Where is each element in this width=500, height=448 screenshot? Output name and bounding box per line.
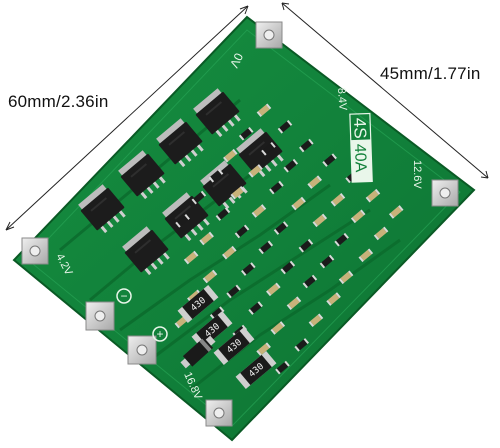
smd-part — [215, 207, 231, 221]
smd-part — [302, 274, 318, 289]
smd-part — [350, 209, 366, 224]
negative-terminal-marker: − — [116, 288, 132, 304]
smd-part — [326, 292, 341, 306]
pad-0v — [255, 21, 283, 49]
solder-pads — [21, 21, 459, 427]
smd-part — [223, 148, 238, 163]
resistor: 430 — [235, 351, 277, 389]
mosfet — [122, 226, 170, 276]
label-12v6: 12.6V — [411, 160, 423, 189]
smd-part — [269, 180, 284, 195]
smd-part — [202, 269, 218, 284]
smd-part — [283, 158, 299, 173]
smd-part — [388, 205, 404, 219]
smd-part — [248, 301, 263, 315]
smd-part — [251, 204, 267, 218]
pad-positive — [127, 335, 157, 365]
mosfet — [156, 118, 204, 168]
smd-part — [365, 188, 381, 203]
model-label: 4S 40A — [349, 112, 373, 183]
mosfet — [193, 88, 241, 138]
smd-part — [199, 231, 214, 246]
width-dimension-label: 45mm/1.77in — [380, 64, 481, 83]
smd-part — [308, 313, 324, 328]
model-prefix: 4S — [350, 117, 370, 138]
smd-part — [322, 153, 337, 167]
smd-part — [277, 119, 293, 134]
smd-part — [258, 240, 274, 255]
model-suffix: 40A — [351, 144, 369, 173]
smd-part — [241, 262, 256, 276]
pad-16v8 — [205, 399, 233, 427]
smd-part — [275, 360, 290, 375]
smd-part — [373, 226, 389, 241]
length-dimension-label: 60mm/2.36in — [8, 92, 109, 111]
smd-part — [256, 103, 272, 118]
smd-part — [312, 213, 328, 228]
smd-part — [334, 232, 349, 247]
smd-part — [230, 185, 246, 200]
mosfet — [118, 150, 166, 200]
smd-part — [238, 126, 254, 141]
smd-part — [319, 254, 335, 269]
svg-text:+: + — [156, 327, 163, 341]
smd-part — [248, 164, 263, 178]
smd-part — [294, 338, 310, 352]
smd-part — [270, 321, 286, 335]
smd-part — [234, 224, 250, 239]
smd-part — [273, 221, 289, 235]
pad-negative — [85, 301, 115, 331]
smd-part — [208, 168, 224, 183]
smd-part — [183, 250, 199, 265]
pad-12v6 — [431, 179, 459, 207]
mosfet — [78, 184, 126, 234]
svg-text:−: − — [120, 289, 127, 303]
smd-part — [226, 284, 241, 299]
smd-part — [266, 282, 281, 297]
smd-part — [330, 192, 346, 207]
label-0v: 0V — [227, 51, 246, 70]
dimension-lines — [5, 2, 489, 231]
smd-part — [338, 270, 354, 285]
smd-part — [175, 214, 190, 228]
smd-part — [286, 296, 302, 311]
resistor: 430 — [213, 327, 255, 365]
smd-part — [307, 175, 322, 189]
resistor: 430 — [177, 285, 219, 323]
smd-part — [298, 238, 314, 253]
label-8v4: 8.4V — [335, 87, 349, 111]
smd-part — [280, 260, 296, 275]
smd-part — [256, 342, 271, 356]
pad-4v2 — [21, 237, 49, 265]
mosfet-array — [78, 88, 284, 276]
smd-part — [299, 138, 314, 153]
diode — [180, 335, 216, 369]
smd-part — [358, 248, 374, 263]
smd-part — [261, 141, 276, 156]
positive-terminal-marker: + — [152, 326, 168, 342]
smd-part — [222, 245, 237, 260]
smd-part — [291, 196, 306, 211]
smd-part — [191, 190, 207, 205]
